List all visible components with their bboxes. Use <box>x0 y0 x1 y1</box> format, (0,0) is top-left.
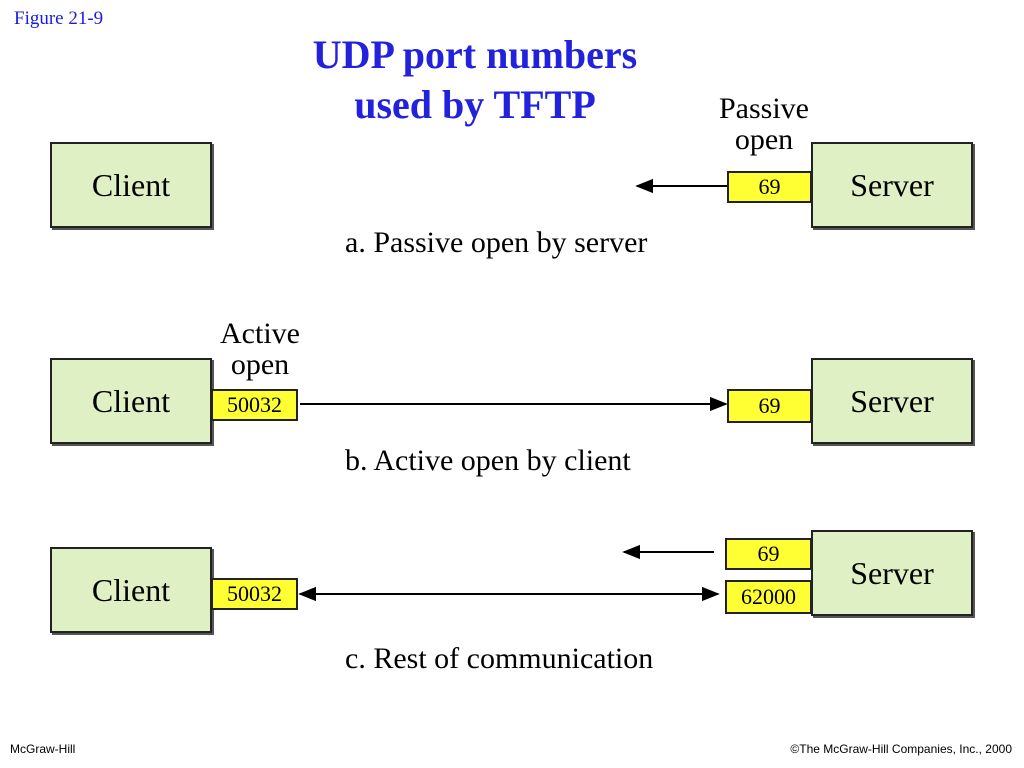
active-open-line-2: open <box>230 348 290 381</box>
client-box-a: Client <box>50 142 212 228</box>
footer-copyright: ©The McGraw-Hill Companies, Inc., 2000 <box>790 742 1012 756</box>
client-port-b: 50032 <box>211 389 298 421</box>
passive-open-line-1: Passive <box>719 92 809 125</box>
server-box-a: Server <box>811 142 973 228</box>
client-port-c: 50032 <box>211 578 298 610</box>
title-line-1: UDP port numbers <box>312 32 638 77</box>
server-box-b: Server <box>811 358 973 444</box>
server-port-b: 69 <box>727 389 812 423</box>
figure-label: Figure 21-9 <box>14 8 104 29</box>
caption-b: b. Active open by client <box>345 444 631 477</box>
server-port-c-bottom: 62000 <box>725 580 812 614</box>
caption-a: a. Passive open by server <box>345 226 648 259</box>
client-box-c: Client <box>50 547 212 633</box>
title-line-2: used by TFTP <box>354 82 596 127</box>
passive-open-annotation: Passive open <box>704 93 824 155</box>
server-box-c: Server <box>811 530 973 616</box>
client-box-b: Client <box>50 358 212 444</box>
active-open-line-1: Active <box>220 317 300 350</box>
passive-open-line-2: open <box>734 123 794 156</box>
caption-c: c. Rest of communication <box>345 642 654 675</box>
page-title: UDP port numbers used by TFTP <box>250 30 700 130</box>
active-open-annotation: Active open <box>200 318 320 380</box>
footer-publisher: McGraw-Hill <box>10 742 76 756</box>
server-port-a: 69 <box>727 171 812 203</box>
server-port-c-top: 69 <box>725 538 812 570</box>
